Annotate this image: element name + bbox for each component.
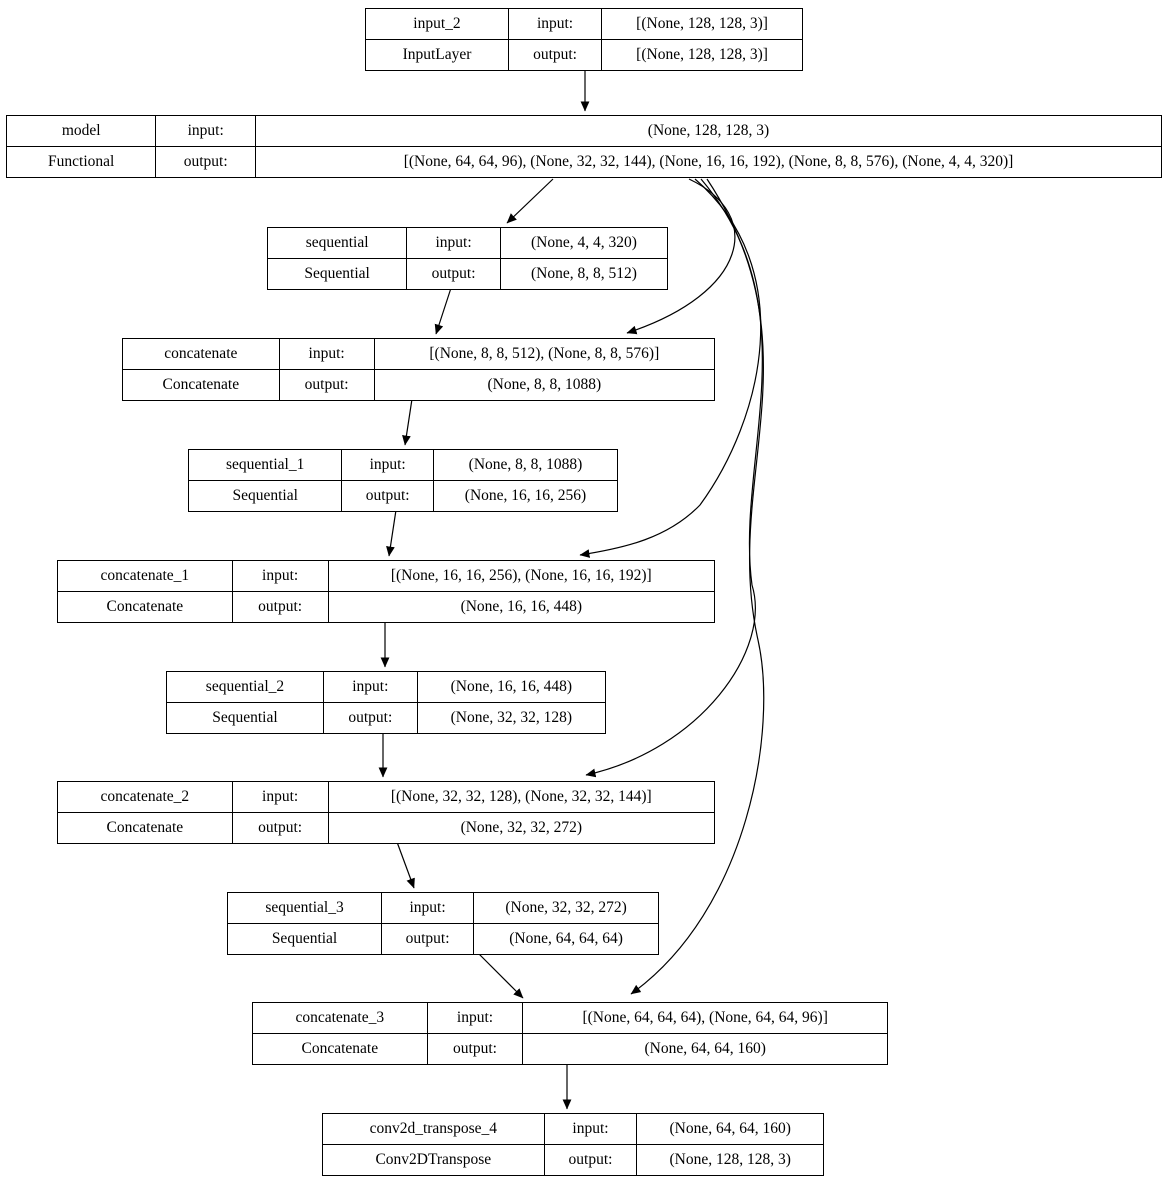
node-sequential: sequential input: (None, 4, 4, 320) Sequ… (266, 227, 669, 290)
input-shape: (None, 16, 16, 448) (416, 671, 607, 703)
input-shape: (None, 8, 8, 1088) (432, 449, 619, 481)
output-shape: (None, 16, 16, 448) (327, 591, 716, 623)
output-label: output: (231, 591, 329, 623)
layer-type: Concatenate (57, 812, 233, 844)
output-shape: (None, 16, 16, 256) (432, 480, 619, 512)
node-concatenate: concatenate input: [(None, 8, 8, 512), (… (122, 338, 716, 401)
input-label: input: (426, 1002, 524, 1034)
output-shape: (None, 64, 64, 160) (522, 1033, 888, 1065)
edge-sequential_1-to-concatenate_1 (386, 509, 397, 557)
input-label: input: (341, 449, 434, 481)
input-label: input: (231, 560, 329, 592)
layer-type: Concatenate (252, 1033, 428, 1065)
input-label: input: (322, 671, 418, 703)
output-label: output: (231, 812, 329, 844)
input-label: input: (381, 892, 475, 924)
output-shape: [(None, 128, 128, 3)] (601, 39, 803, 71)
output-label: output: (381, 923, 475, 955)
input-label: input: (406, 227, 501, 259)
layer-type: Conv2DTranspose (322, 1144, 545, 1176)
layer-name: sequential_3 (226, 892, 383, 924)
layer-type: Sequential (187, 480, 343, 512)
input-shape: [(None, 32, 32, 128), (None, 32, 32, 144… (327, 781, 716, 813)
layer-type: Sequential (226, 923, 383, 955)
input-label: input: (155, 115, 257, 147)
node-sequential_2: sequential_2 input: (None, 16, 16, 448) … (166, 671, 607, 734)
layer-name: sequential (266, 227, 408, 259)
input-shape: (None, 128, 128, 3) (255, 115, 1162, 147)
layer-type: InputLayer (365, 39, 509, 71)
node-input_2: input_2 input: [(None, 128, 128, 3)] Inp… (365, 8, 803, 71)
output-label: output: (155, 146, 257, 178)
layer-name: concatenate (122, 338, 280, 370)
edge-concatenate_2-to-sequential_3 (396, 841, 415, 889)
layer-name: input_2 (365, 8, 509, 40)
output-shape: (None, 32, 32, 128) (416, 702, 607, 734)
input-label: input: (231, 781, 329, 813)
edge-model-to-concatenate_1 (579, 178, 762, 558)
output-label: output: (322, 702, 418, 734)
node-sequential_3: sequential_3 input: (None, 32, 32, 272) … (226, 892, 659, 955)
input-label: input: (278, 338, 375, 370)
input-label: input: (507, 8, 603, 40)
node-model: model input: (None, 128, 128, 3) Functio… (5, 115, 1162, 178)
layer-type: Sequential (266, 258, 408, 290)
layer-name: sequential_1 (187, 449, 343, 481)
output-label: output: (341, 480, 434, 512)
node-concatenate_2: concatenate_2 input: [(None, 32, 32, 128… (57, 781, 716, 844)
edge-model-to-concatenate_3 (630, 178, 765, 995)
edge-sequential-to-concatenate (434, 287, 452, 335)
input-shape: [(None, 64, 64, 64), (None, 64, 64, 96)] (522, 1002, 888, 1034)
node-concatenate_1: concatenate_1 input: [(None, 16, 16, 256… (57, 560, 716, 623)
edge-concatenate-to-sequential_1 (402, 398, 413, 446)
layer-name: concatenate_3 (252, 1002, 428, 1034)
node-conv2d_transpose_4: conv2d_transpose_4 input: (None, 64, 64,… (322, 1113, 824, 1176)
output-shape: [(None, 64, 64, 96), (None, 32, 32, 144)… (255, 146, 1162, 178)
node-concatenate_3: concatenate_3 input: [(None, 64, 64, 64)… (252, 1002, 888, 1065)
layer-name: conv2d_transpose_4 (322, 1113, 545, 1145)
output-label: output: (406, 258, 501, 290)
layer-type: Sequential (166, 702, 324, 734)
input-shape: (None, 32, 32, 272) (473, 892, 659, 924)
output-shape: (None, 8, 8, 1088) (373, 369, 716, 401)
edge-model-to-sequential (506, 178, 554, 224)
layer-name: sequential_2 (166, 671, 324, 703)
node-sequential_1: sequential_1 input: (None, 8, 8, 1088) S… (187, 449, 619, 512)
input-shape: [(None, 128, 128, 3)] (601, 8, 803, 40)
input-shape: [(None, 8, 8, 512), (None, 8, 8, 576)] (373, 338, 716, 370)
edge-sequential_3-to-concatenate_3 (477, 952, 524, 999)
output-shape: (None, 128, 128, 3) (636, 1144, 824, 1176)
input-label: input: (543, 1113, 638, 1145)
layer-type: Concatenate (57, 591, 233, 623)
output-label: output: (278, 369, 375, 401)
layer-name: model (5, 115, 157, 147)
layer-name: concatenate_1 (57, 560, 233, 592)
input-shape: [(None, 16, 16, 256), (None, 16, 16, 192… (327, 560, 716, 592)
output-label: output: (426, 1033, 524, 1065)
output-label: output: (543, 1144, 638, 1176)
layer-name: concatenate_2 (57, 781, 233, 813)
input-shape: (None, 4, 4, 320) (499, 227, 669, 259)
input-shape: (None, 64, 64, 160) (636, 1113, 824, 1145)
layer-type: Concatenate (122, 369, 280, 401)
output-shape: (None, 64, 64, 64) (473, 923, 659, 955)
output-shape: (None, 8, 8, 512) (499, 258, 669, 290)
output-label: output: (507, 39, 603, 71)
layer-type: Functional (5, 146, 157, 178)
output-shape: (None, 32, 32, 272) (327, 812, 716, 844)
